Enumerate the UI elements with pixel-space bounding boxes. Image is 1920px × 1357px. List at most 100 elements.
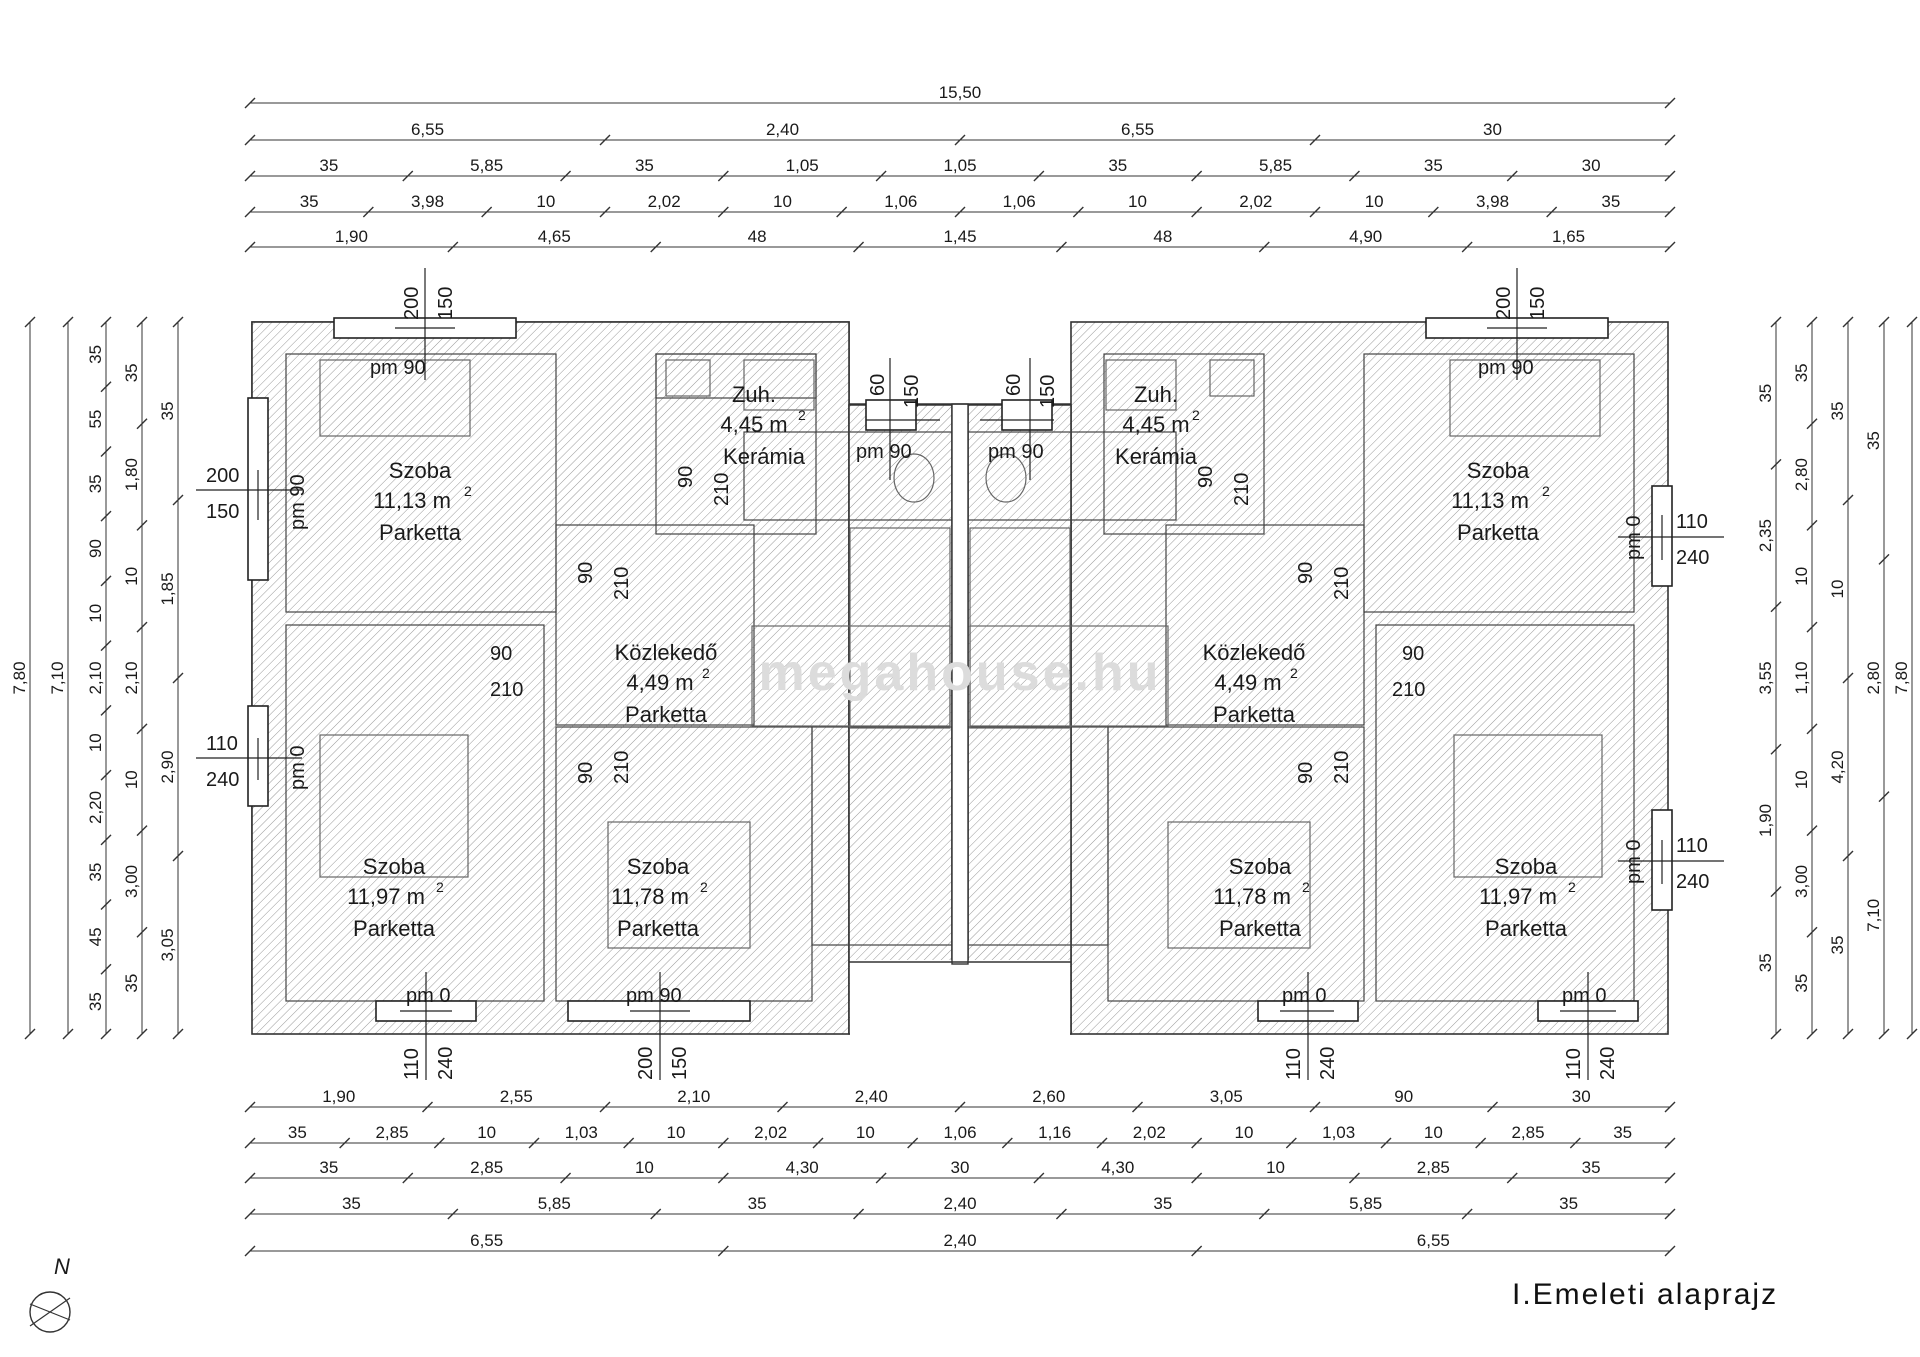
window-sill: pm 0 <box>1623 840 1645 884</box>
bed-icon <box>607 821 751 949</box>
window-sill: pm 90 <box>287 474 309 530</box>
dimension-label: 3,98 <box>1476 192 1509 211</box>
area-superscript: 2 <box>1568 879 1576 895</box>
dimension-tick <box>172 1028 184 1040</box>
dimension-label: 2,40 <box>943 1194 976 1213</box>
window-height: 150 <box>435 287 457 320</box>
dimension-tick <box>1842 672 1854 684</box>
door-height: 210 <box>611 567 633 600</box>
dimension-tick <box>1348 1172 1360 1184</box>
dimension-label: 35 <box>1153 1194 1172 1213</box>
sink-icon <box>665 359 711 397</box>
north-label: N <box>54 1254 70 1279</box>
dimension-tick <box>100 1028 112 1040</box>
dimension-label: 4,65 <box>538 227 571 246</box>
dimension-tick <box>1191 1245 1203 1257</box>
dimension-label: 35 <box>86 345 105 364</box>
room-name: Szoba <box>1495 854 1558 879</box>
area-superscript: 2 <box>702 665 710 681</box>
room-area: 11,97 m <box>1479 884 1557 909</box>
dimension-label: 35 <box>319 156 338 175</box>
dimension-tick <box>1806 519 1818 531</box>
room-label-bath-right: Zuh. 4,45 m 2 Kerámia <box>1115 382 1200 469</box>
dimension-label: 35 <box>288 1123 307 1142</box>
room-name: Zuh. <box>1134 382 1178 407</box>
dimension-label: 2,02 <box>1239 192 1272 211</box>
dimension-label: 30 <box>1582 156 1601 175</box>
dimension-label: 1,05 <box>943 156 976 175</box>
right-unit <box>967 321 1669 1035</box>
dimension-tick <box>853 241 865 253</box>
dimension-tick <box>244 241 256 253</box>
dimension-label: 10 <box>1792 567 1811 586</box>
door-width: 90 <box>1195 466 1217 488</box>
dimension-label: 35 <box>1792 974 1811 993</box>
dimension-label: 7,10 <box>1864 899 1883 932</box>
dimension-tick <box>650 1208 662 1220</box>
room-name: Szoba <box>1467 458 1530 483</box>
dimension-label: 48 <box>748 227 767 246</box>
dimension-tick <box>100 510 112 522</box>
dimension-label: 3,00 <box>1792 865 1811 898</box>
room-name: Szoba <box>363 854 426 879</box>
room-label-kozl-left: Közlekedő 4,49 m 2 Parketta <box>615 640 718 727</box>
dimension-tick <box>136 519 148 531</box>
dimension-tick <box>244 1208 256 1220</box>
dimension-tick <box>1487 1101 1498 1113</box>
sink-icon <box>1209 359 1255 397</box>
dimension-label: 10 <box>1365 192 1384 211</box>
watermark: megahouse.hu <box>759 644 1162 702</box>
dimension-label: 1,80 <box>122 458 141 491</box>
dimension-tick <box>1842 1028 1854 1040</box>
dimension-tick <box>1806 621 1818 633</box>
dimension-label: 35 <box>748 1194 767 1213</box>
dimension-tick <box>599 206 611 218</box>
right-stair-bay <box>967 404 1072 1035</box>
dimension-label: 3,55 <box>1756 661 1775 694</box>
dimension-label: 1,06 <box>1003 192 1036 211</box>
dimension-label: 10 <box>86 604 105 623</box>
dimension-tick <box>1664 1101 1676 1113</box>
room-floor: Parketta <box>1457 520 1540 545</box>
dimension-label: 1,90 <box>335 227 368 246</box>
room-floor-szoba-bottom-right <box>1375 624 1635 1002</box>
dimension-tick <box>1806 723 1818 735</box>
dimension-label: 2,40 <box>766 120 799 139</box>
door-width: 90 <box>1295 762 1317 784</box>
dimension-tick <box>1878 553 1890 565</box>
dimension-label: 30 <box>1483 120 1502 139</box>
dimension-tick <box>954 1101 966 1113</box>
dimension-label: 6,55 <box>470 1231 503 1250</box>
area-superscript: 2 <box>1302 879 1310 895</box>
dimension-tick <box>172 494 184 506</box>
dimension-tick <box>1664 97 1676 109</box>
bed-icon <box>319 734 469 878</box>
dimension-tick <box>1878 316 1890 328</box>
dimension-label: 10 <box>477 1123 496 1142</box>
dimension-label: 2,80 <box>1792 458 1811 491</box>
room-label-szoba-bottom-right: Szoba 11,97 m 2 Parketta <box>1479 854 1576 941</box>
dimension-tick <box>1348 170 1360 182</box>
dimension-tick <box>172 316 184 328</box>
dimension-tick <box>1309 134 1321 146</box>
room-area: 4,45 m <box>720 412 787 437</box>
dimension-tick <box>560 170 572 182</box>
dimension-label: 35 <box>635 156 654 175</box>
dimension-label: 6,55 <box>1417 1231 1450 1250</box>
window-height: 240 <box>1676 871 1709 893</box>
room-area: 4,49 m <box>626 670 693 695</box>
window-sill: pm 0 <box>1562 985 1606 1007</box>
dimension-tick <box>1842 494 1854 506</box>
dimension-tick <box>402 170 414 182</box>
dimension-tick <box>244 1137 256 1149</box>
dimension-tick <box>24 1028 36 1040</box>
room-floor: Parketta <box>353 916 436 941</box>
dimension-label: 2,85 <box>375 1123 408 1142</box>
area-superscript: 2 <box>1290 665 1298 681</box>
dimension-label: 2,40 <box>855 1087 888 1106</box>
dimension-tick <box>1664 206 1676 218</box>
dimension-label: 1,65 <box>1552 227 1585 246</box>
dimension-tick <box>244 206 256 218</box>
dimension-tick <box>244 1101 256 1113</box>
dimension-tick <box>1770 316 1782 328</box>
